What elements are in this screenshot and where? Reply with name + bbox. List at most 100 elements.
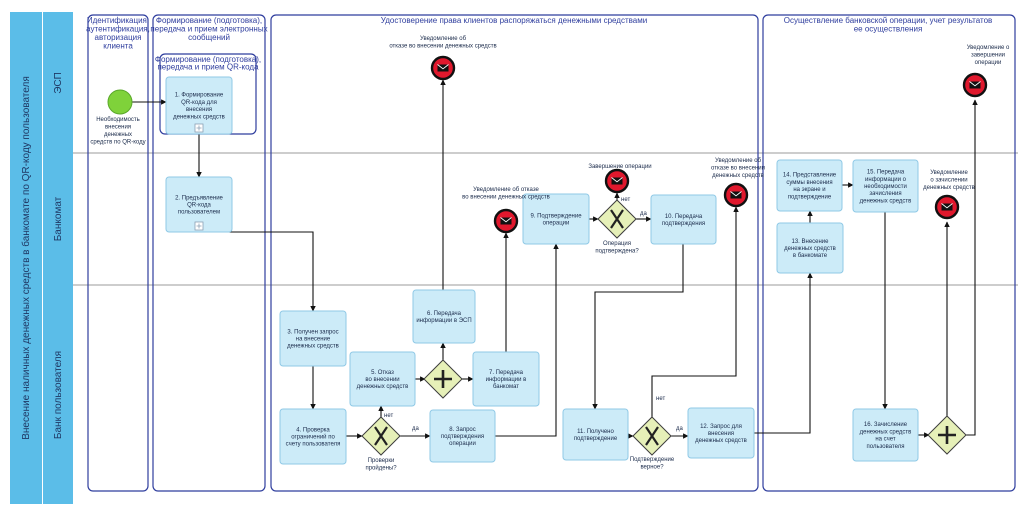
start-event-circle[interactable]: [107, 89, 133, 115]
task-box[interactable]: [165, 176, 233, 233]
task-box[interactable]: [429, 409, 496, 463]
flow-label-yes: да: [412, 426, 420, 432]
task-box[interactable]: [852, 159, 919, 213]
lane-strip-atm: [43, 153, 73, 285]
envelope-icon: [611, 177, 623, 185]
task-box[interactable]: [650, 194, 717, 245]
flow-t10-t11: [592, 244, 684, 410]
lane-strip-esp: [43, 12, 73, 153]
pool: Внесение наличных денежных средств в бан…: [10, 12, 1018, 504]
pool-strip: [10, 12, 42, 504]
flow-t8-t9: [495, 243, 559, 437]
task-box[interactable]: [472, 351, 540, 407]
exclusive-x-icon: [645, 426, 659, 446]
flow-label-yes: да: [676, 426, 684, 432]
pool-title: Внесение наличных денежных средств в бан…: [20, 76, 32, 440]
flow-t2-t3: [199, 231, 316, 312]
phase-title: Осуществление банковской операции, учет …: [784, 16, 993, 34]
envelope-icon: [437, 64, 449, 72]
envelope-icon: [941, 203, 953, 211]
end-event-e_finish[interactable]: Завершение операции: [588, 164, 652, 194]
flow-label-yes: да: [640, 211, 648, 217]
gateway-g_par2[interactable]: [927, 415, 967, 455]
subprocess-marker-icon: [194, 221, 204, 231]
phase-title: Удостоверение права клиентов распоряжать…: [381, 16, 647, 25]
flow-label-no: нет: [656, 396, 665, 402]
flow-label-no: нет: [621, 197, 630, 203]
lane-title-esp: ЭСП: [53, 72, 64, 94]
exclusive-x-icon: [374, 426, 388, 446]
subprocess-marker-icon: [194, 123, 204, 133]
task-box[interactable]: [412, 289, 476, 344]
task-box[interactable]: [165, 76, 233, 135]
flow-gconf-end: [651, 206, 739, 418]
task-box[interactable]: [522, 193, 590, 245]
envelope-icon: [500, 217, 512, 225]
task-box[interactable]: [776, 222, 844, 274]
task-box[interactable]: [562, 408, 629, 461]
gateway-g_par1[interactable]: [423, 359, 463, 399]
envelope-icon: [969, 81, 981, 89]
lane-title-atm: Банкомат: [53, 196, 64, 241]
task-box[interactable]: [279, 310, 347, 367]
parallel-plus-icon: [434, 370, 452, 388]
lane-strip-bank: [43, 285, 73, 504]
sequence-flows: [132, 79, 978, 439]
task-box[interactable]: [349, 351, 416, 407]
end-event-label: Завершение операции: [588, 164, 651, 170]
task-box[interactable]: [776, 159, 843, 212]
task-box[interactable]: [687, 407, 755, 459]
subprocess-title: Формирование (подготовка),передача и при…: [155, 55, 261, 72]
task-box[interactable]: [279, 408, 347, 465]
phase-title: Формирование (подготовка),передача и при…: [150, 16, 267, 42]
phases: [87, 14, 1016, 492]
task-box[interactable]: [852, 408, 919, 462]
